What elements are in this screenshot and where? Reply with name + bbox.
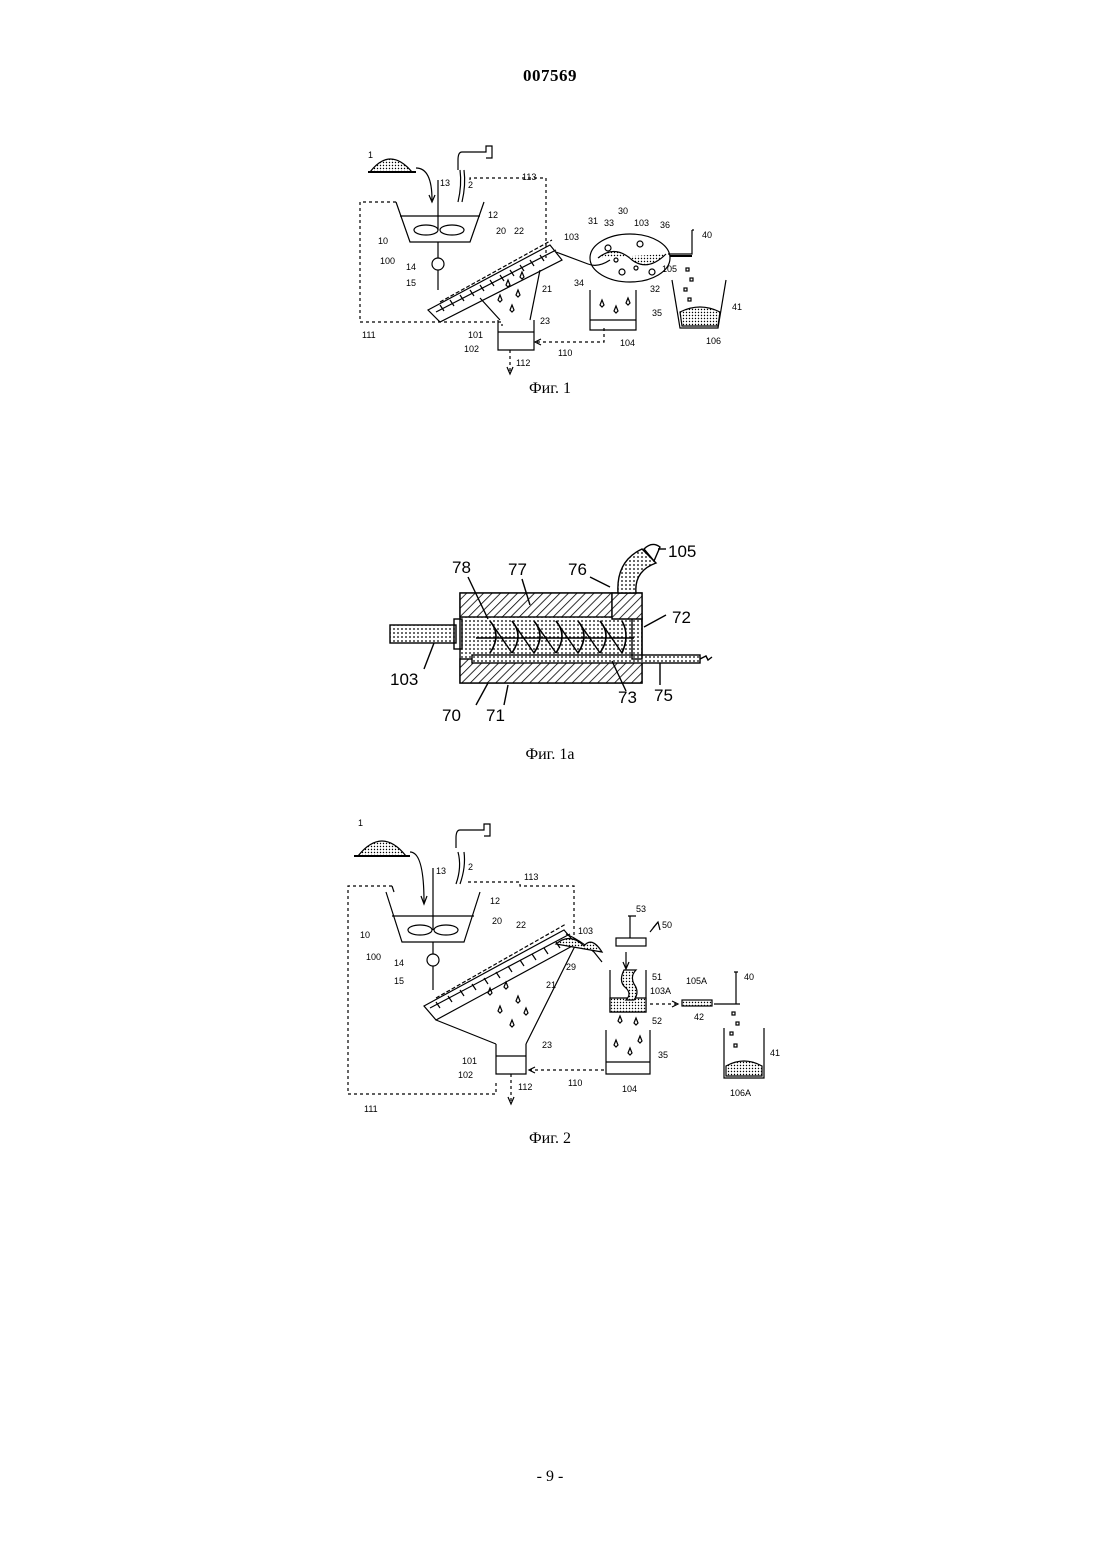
fig2-label-42: 42 [694, 1012, 704, 1022]
fig2-label-105A: 105A [686, 976, 707, 986]
fig1-label-103b: 103 [634, 218, 649, 228]
fig1a-label-103: 103 [390, 670, 418, 689]
fig2-label-51: 51 [652, 972, 662, 982]
fig1-label-40: 40 [702, 230, 712, 240]
page-number: - 9 - [0, 1468, 1100, 1486]
fig1a-label-77: 77 [508, 560, 527, 579]
fig1a-label-70: 70 [442, 706, 461, 725]
fig2-label-111: 111 [364, 1104, 378, 1114]
fig2-label-1: 1 [358, 818, 363, 828]
fig2-label-100: 100 [366, 952, 381, 962]
fig2-label-35: 35 [658, 1050, 668, 1060]
fig1-label-34: 34 [574, 278, 584, 288]
fig2-label-20: 20 [492, 916, 502, 926]
figure-1-diagram: 1 2 13 113 12 10 100 14 15 20 22 21 23 1… [340, 140, 760, 380]
fig1-label-31: 31 [588, 216, 598, 226]
fig1-label-20: 20 [496, 226, 506, 236]
fig1-label-106: 106 [706, 336, 721, 346]
fig2-label-52: 52 [652, 1016, 662, 1026]
fig1-label-22: 22 [514, 226, 524, 236]
fig1-label-2: 2 [468, 180, 473, 190]
fig1-label-12: 12 [488, 210, 498, 220]
fig2-label-13: 13 [436, 866, 446, 876]
figure-1-caption: Фиг. 1 [0, 380, 1100, 398]
fig1-label-36: 36 [660, 220, 670, 230]
fig2-label-23: 23 [542, 1040, 552, 1050]
fig1-label-21: 21 [542, 284, 552, 294]
fig1-label-32: 32 [650, 284, 660, 294]
fig2-label-113: 113 [524, 872, 538, 882]
fig1-label-1: 1 [368, 150, 373, 160]
fig2-label-40: 40 [744, 972, 754, 982]
fig2-label-21: 21 [546, 980, 556, 990]
fig2-label-104: 104 [622, 1084, 637, 1094]
fig2-label-102: 102 [458, 1070, 473, 1080]
fig1-label-101: 101 [468, 330, 483, 340]
fig1-label-113: 113 [522, 172, 536, 182]
fig1a-label-76: 76 [568, 560, 587, 579]
fig1-label-33: 33 [604, 218, 614, 228]
fig1-label-15: 15 [406, 278, 416, 288]
fig2-label-110: 110 [568, 1078, 582, 1088]
fig2-label-53: 53 [636, 904, 646, 914]
fig1-label-112: 112 [516, 358, 530, 368]
fig1-label-35: 35 [652, 308, 662, 318]
fig1-label-102: 102 [464, 344, 479, 354]
fig2-label-41: 41 [770, 1048, 780, 1058]
fig1a-label-72: 72 [672, 608, 691, 627]
fig1a-label-71: 71 [486, 706, 505, 725]
fig1-label-10: 10 [378, 236, 388, 246]
fig1-label-105: 105 [662, 264, 677, 274]
fig2-label-106A: 106A [730, 1088, 751, 1098]
fig1-label-14: 14 [406, 262, 416, 272]
fig2-label-50: 50 [662, 920, 672, 930]
fig1a-label-78: 78 [452, 558, 471, 577]
fig1a-label-105: 105 [668, 542, 696, 561]
fig2-label-15: 15 [394, 976, 404, 986]
fig1a-label-75: 75 [654, 686, 673, 705]
fig1-label-30: 30 [618, 206, 628, 216]
fig2-label-10: 10 [360, 930, 370, 940]
fig1-label-13: 13 [440, 178, 450, 188]
fig1a-label-73: 73 [618, 688, 637, 707]
fig1-label-104: 104 [620, 338, 635, 348]
fig2-label-29: 29 [566, 962, 576, 972]
figure-2-diagram: 1 2 13 113 12 10 100 14 15 20 22 21 103 … [340, 812, 780, 1130]
figure-1a-diagram: 78 77 76 105 72 103 73 75 70 71 [380, 535, 720, 735]
fig2-label-103A: 103A [650, 986, 671, 996]
fig2-label-112: 112 [518, 1082, 532, 1092]
fig1-label-111: 111 [362, 330, 376, 340]
fig1-label-103a: 103 [564, 232, 579, 242]
fig1-label-23: 23 [540, 316, 550, 326]
fig1-label-100: 100 [380, 256, 395, 266]
document-number: 007569 [0, 66, 1100, 86]
fig1-label-110: 110 [558, 348, 572, 358]
figure-2-caption: Фиг. 2 [0, 1130, 1100, 1148]
fig1-label-41: 41 [732, 302, 742, 312]
fig2-label-12: 12 [490, 896, 500, 906]
figure-1a-caption: Фиг. 1а [0, 746, 1100, 764]
fig2-label-14: 14 [394, 958, 404, 968]
fig2-label-22: 22 [516, 920, 526, 930]
fig2-label-101: 101 [462, 1056, 477, 1066]
fig2-label-103: 103 [578, 926, 593, 936]
fig2-label-2: 2 [468, 862, 473, 872]
